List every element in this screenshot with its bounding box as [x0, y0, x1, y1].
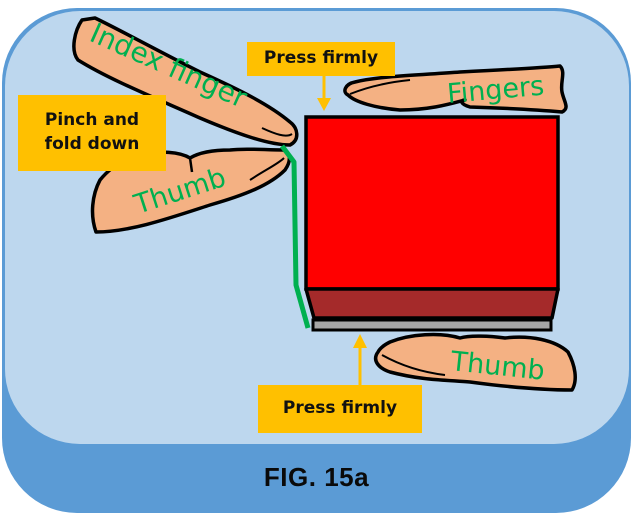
adhesive-plate	[311, 318, 553, 332]
figure-caption: FIG. 15a	[263, 462, 370, 492]
fingers-top	[343, 64, 568, 114]
index-finger	[72, 16, 299, 147]
red-block	[304, 115, 560, 291]
arrow-down-top	[317, 76, 331, 111]
block-base	[304, 287, 560, 320]
callout-pinch-fold: Pinch and fold down	[18, 95, 166, 171]
arrow-up-bottom	[353, 334, 367, 386]
folded-flap	[280, 144, 311, 329]
callout-press-firmly-top: Press firmly	[247, 42, 395, 76]
thumb-bottom	[373, 332, 577, 392]
callout-press-firmly-bottom: Press firmly	[258, 385, 422, 433]
